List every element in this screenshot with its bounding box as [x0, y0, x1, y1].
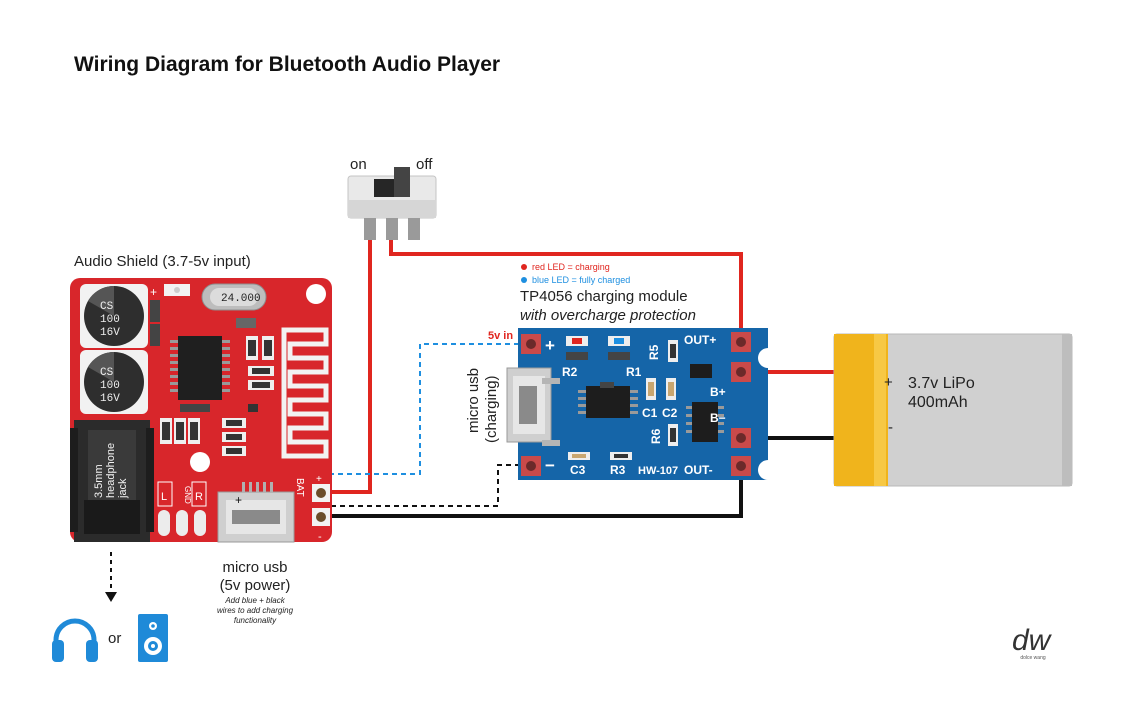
slide-switch[interactable]: on off: [347, 156, 437, 240]
crystal-oscillator: 24.000: [201, 283, 267, 311]
bat-minus-label: -: [318, 531, 322, 543]
battery-label-1: 3.7v LiPo: [908, 375, 975, 392]
svg-text:R6: R6: [649, 428, 663, 444]
wire-out-minus-to-shield: [322, 466, 743, 518]
headphone-jack: 3.5mm headphone jack: [70, 420, 154, 542]
wire-5v-dashed: [239, 343, 530, 484]
svg-text:CS: CS: [100, 367, 114, 379]
bluetooth-antenna: [281, 327, 329, 459]
tp4056-chip: [578, 386, 638, 418]
capacitor-2: CS 100 16V: [80, 350, 148, 414]
capacitor-1: CS 100 16V: [80, 284, 148, 348]
legend-blue-led: blue LED = fully charged: [532, 275, 630, 285]
headphones-icon: [52, 618, 98, 662]
svg-text:16V: 16V: [100, 327, 120, 339]
tp4056-minus-label: −: [545, 456, 555, 475]
usb-plus-mark: +: [235, 493, 242, 507]
battery-plus-mark: +: [884, 374, 893, 391]
protection-ic-small: [690, 364, 712, 378]
bat-plus-label: +: [316, 474, 322, 485]
smd-resistors: [160, 336, 274, 456]
5v-in-label: 5v in: [488, 330, 513, 342]
page-title: Wiring Diagram for Bluetooth Audio Playe…: [74, 53, 500, 76]
charging-note-3: functionality: [234, 616, 277, 625]
b-minus-label: B−: [710, 411, 726, 425]
svg-text:CS: CS: [100, 301, 114, 313]
signature-mark: dw: [1012, 624, 1053, 657]
speaker-icon: [138, 614, 168, 662]
battery-minus-mark: -: [888, 419, 893, 436]
speaker-pads: L GND R: [157, 481, 207, 536]
svg-text:24.000: 24.000: [221, 293, 261, 305]
legend-red-led: red LED = charging: [532, 262, 610, 272]
micro-usb-power-label-2: (5v power): [220, 577, 291, 594]
tp4056-plus-label: +: [545, 336, 555, 355]
mount-hole-bottom: [190, 452, 210, 472]
tp4056-pcb: [518, 328, 768, 480]
svg-text:16V: 16V: [100, 393, 120, 405]
wire-switch-to-shield: [322, 232, 372, 494]
svg-text:100: 100: [100, 380, 120, 392]
svg-text:R: R: [195, 491, 203, 503]
audio-shield-label: Audio Shield (3.7-5v input): [74, 253, 251, 270]
svg-text:R3: R3: [610, 463, 626, 477]
svg-text:headphone: headphone: [105, 443, 117, 498]
charging-note-2: wires to add charging: [217, 606, 294, 615]
switch-pin-2: [386, 218, 398, 240]
tp4056-micro-usb-port[interactable]: [506, 367, 560, 446]
audio-shield-board: CS 100 16V CS 100 16V + 24.000: [70, 278, 332, 543]
lipo-battery: + - 3.7v LiPo 400mAh: [833, 333, 1073, 487]
tp4056-legend: red LED = charging blue LED = fully char…: [521, 262, 630, 285]
out-plus-label: OUT+: [684, 333, 716, 347]
svg-text:GND: GND: [183, 486, 192, 504]
output-arrow-head: [105, 592, 117, 602]
bat-label: BAT: [294, 478, 305, 497]
wire-switch-to-out-plus: [389, 236, 743, 340]
svg-text:3.5mm: 3.5mm: [93, 464, 105, 498]
tp4056-usb-label-1: micro usb: [465, 368, 482, 433]
svg-text:jack: jack: [117, 478, 129, 499]
svg-text:C3: C3: [570, 463, 586, 477]
micro-usb-power-label-1: micro usb: [222, 559, 287, 576]
svg-text:100: 100: [100, 314, 120, 326]
switch-knob[interactable]: [394, 167, 410, 197]
out-minus-label: OUT-: [684, 463, 713, 477]
charging-note-1: Add blue + black: [224, 596, 285, 605]
svg-text:R5: R5: [647, 344, 661, 360]
svg-text:R2: R2: [562, 365, 578, 379]
battery-label-2: 400mAh: [908, 394, 968, 411]
signature-logo: dw dolce wang: [1012, 624, 1053, 661]
shield-micro-usb-port[interactable]: [217, 482, 295, 543]
tp4056-subtitle: with overcharge protection: [520, 307, 696, 324]
or-label: or: [108, 630, 121, 647]
wire-gnd-dashed: [322, 464, 530, 507]
switch-on-label: on: [350, 156, 367, 173]
svg-text:C2: C2: [662, 406, 678, 420]
tp4056-board: + − R2 R1 R5: [506, 328, 768, 480]
switch-pin-3: [408, 218, 420, 240]
svg-text:L: L: [161, 491, 167, 503]
svg-text:+: +: [150, 285, 157, 299]
mount-hole-top: [306, 284, 326, 304]
protection-mosfet: [686, 402, 724, 442]
tp4056-model: HW-107: [638, 465, 678, 477]
svg-text:C1: C1: [642, 406, 658, 420]
svg-text:R1: R1: [626, 365, 642, 379]
tp4056-title: TP4056 charging module: [520, 288, 688, 305]
signature-caption: dolce wang: [1020, 655, 1046, 661]
b-plus-label: B+: [710, 385, 726, 399]
tp4056-usb-label-2: (charging): [483, 375, 500, 443]
switch-off-label: off: [416, 156, 433, 173]
switch-pin-1: [364, 218, 376, 240]
audio-chip: [170, 336, 230, 400]
